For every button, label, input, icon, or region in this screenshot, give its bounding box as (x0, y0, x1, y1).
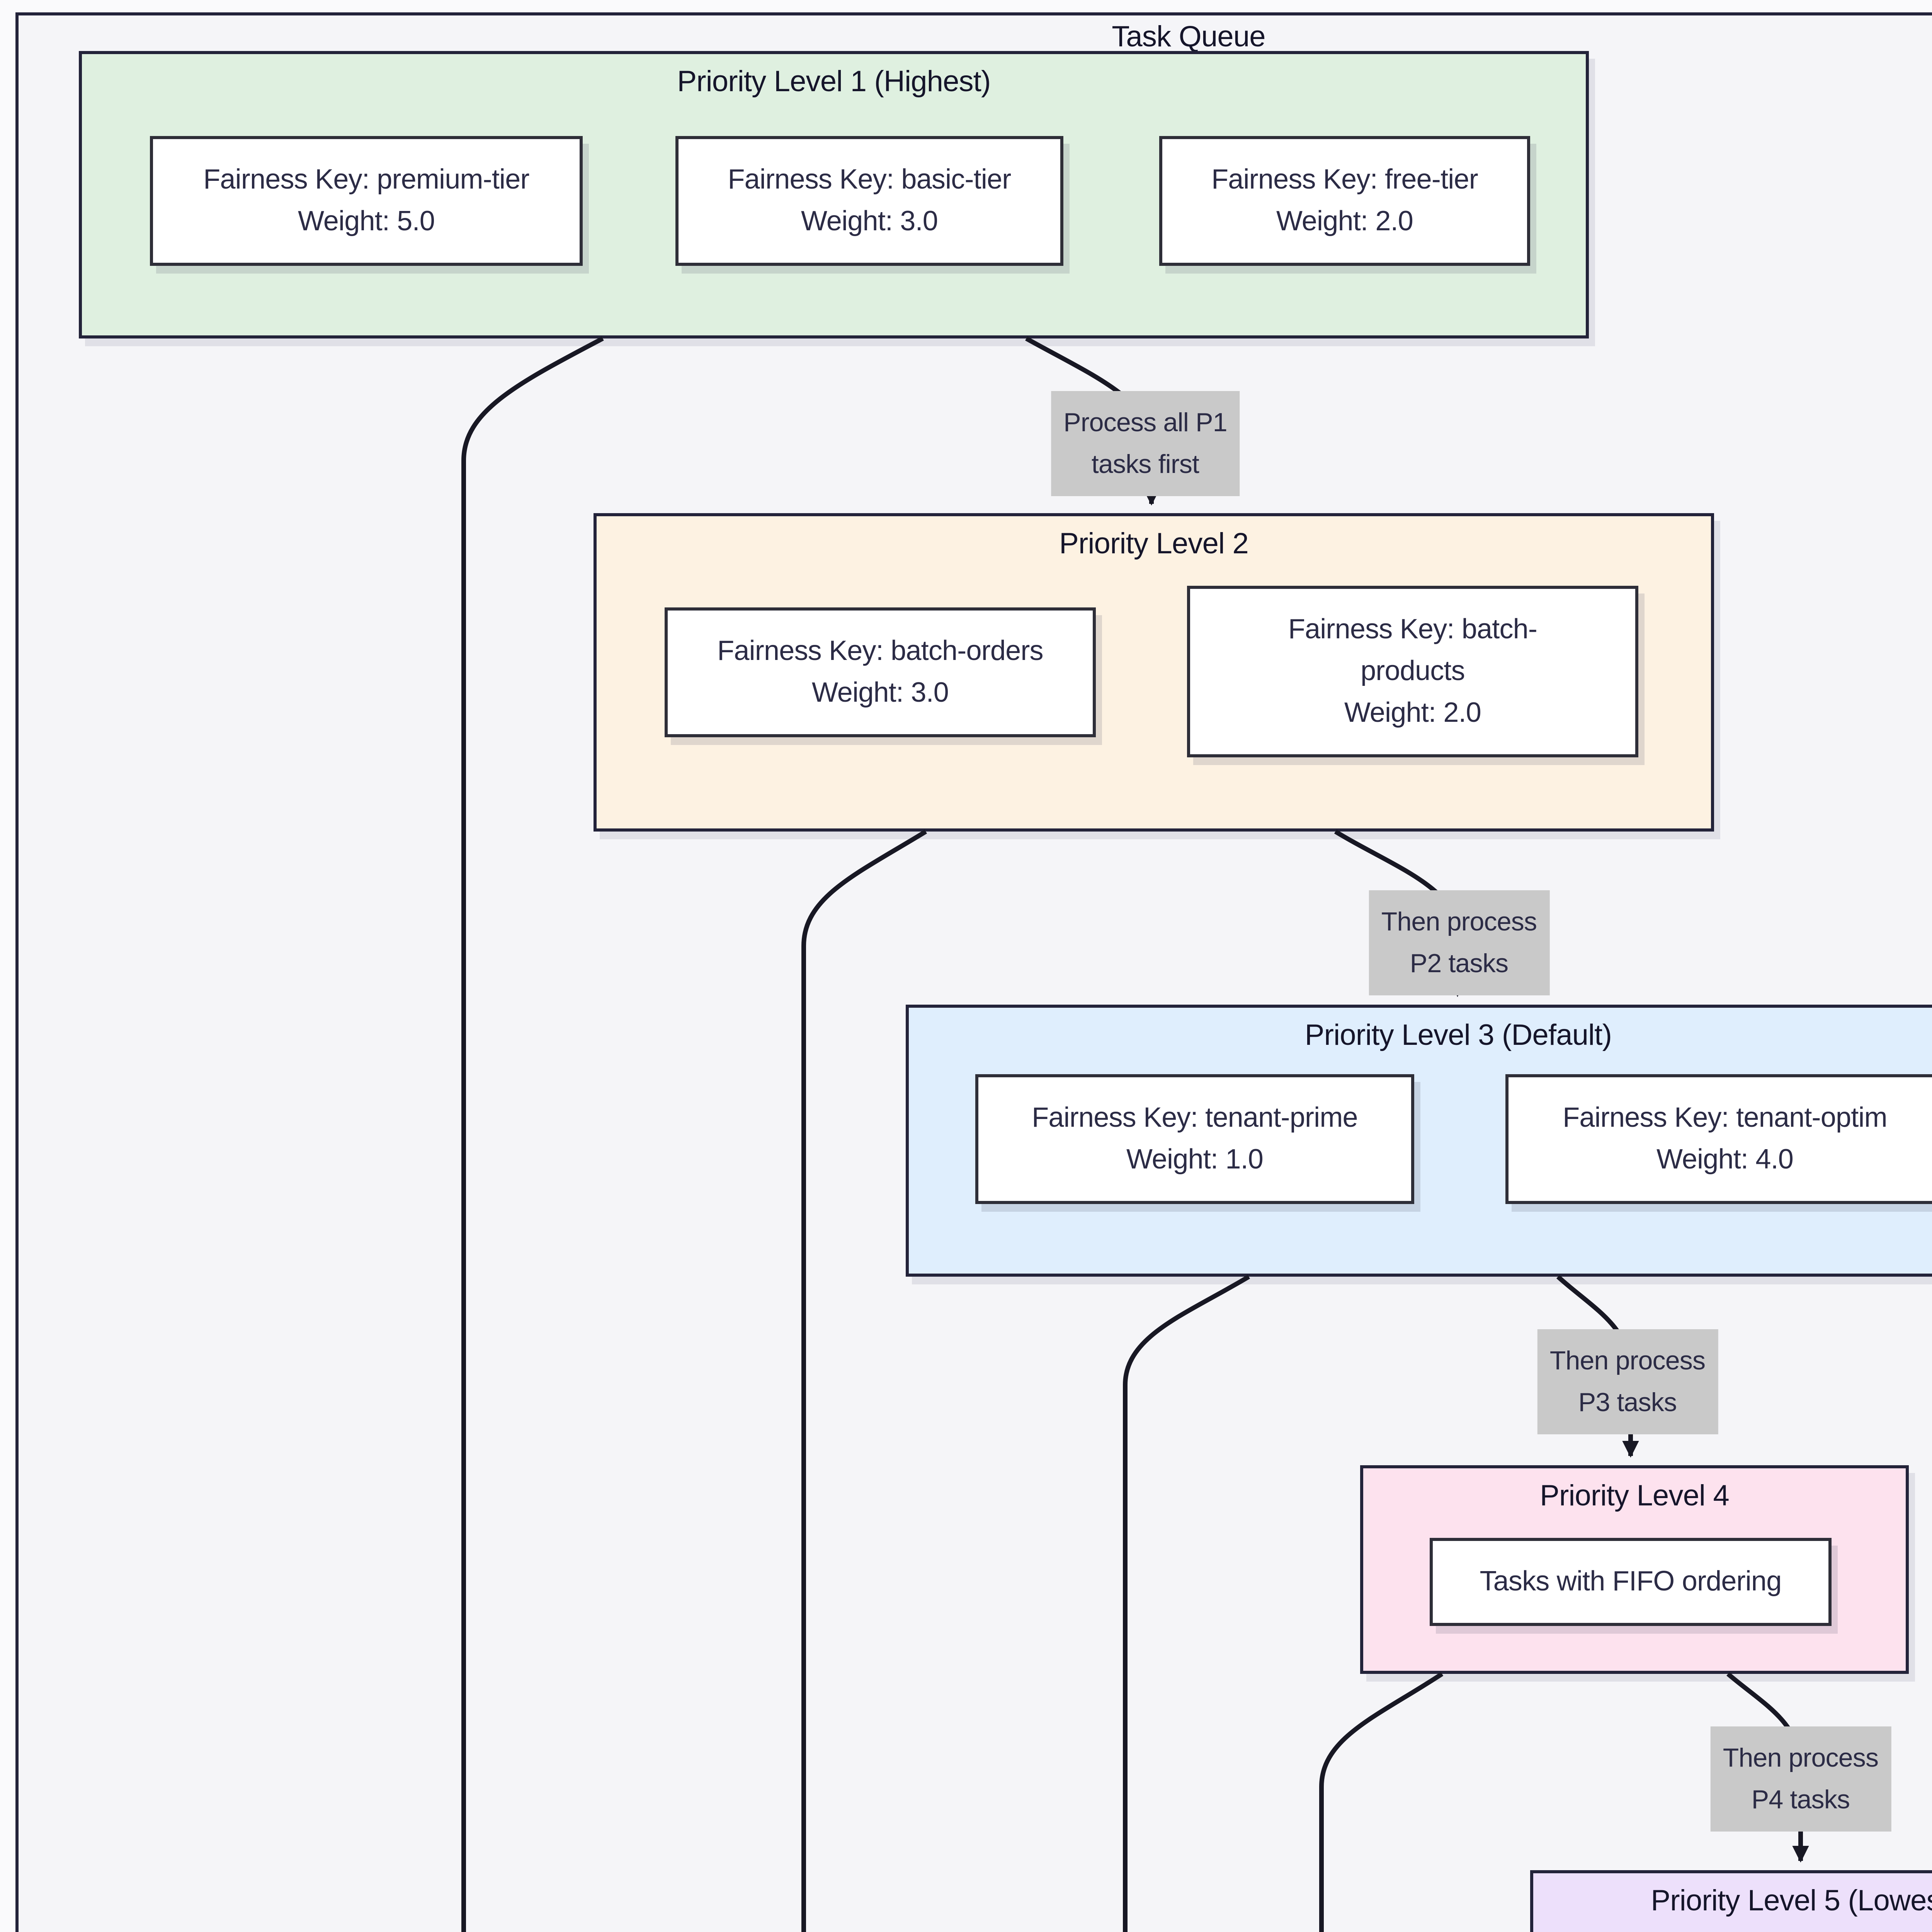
cluster-priority-5: Priority Level 5 (Lowest) (1530, 1870, 1932, 1932)
node-line: Weight: 5.0 (298, 206, 435, 236)
node-batch-products: Fairness Key: batch- products Weight: 2.… (1187, 586, 1638, 757)
node-line: Weight: 3.0 (801, 206, 938, 236)
node-free-tier: Fairness Key: free-tier Weight: 2.0 (1159, 136, 1530, 266)
cluster-priority-2-title: Priority Level 2 (1059, 529, 1249, 561)
node-line: Tasks with FIFO ordering (1480, 1566, 1782, 1597)
node-line: Fairness Key: basic-tier (728, 164, 1011, 195)
edge-label-line: Process all P1 (1063, 408, 1227, 437)
node-line: Fairness Key: tenant-prime (1032, 1102, 1358, 1133)
node-line: Fairness Key: batch- (1288, 614, 1537, 645)
node-premium-tier: Fairness Key: premium-tier Weight: 5.0 (150, 136, 583, 266)
node-line: Fairness Key: batch-orders (717, 635, 1043, 666)
edge-label-line: P4 tasks (1751, 1785, 1850, 1815)
node-tenant-optim: Fairness Key: tenant-optim Weight: 4.0 (1505, 1074, 1932, 1204)
node-line: Fairness Key: free-tier (1211, 164, 1478, 195)
edge-label-process-p2: Then process P2 tasks (1369, 890, 1549, 995)
node-line: Weight: 2.0 (1276, 206, 1413, 236)
edge-label-process-p3: Then process P3 tasks (1537, 1329, 1718, 1434)
cluster-priority-3-title: Priority Level 3 (Default) (1304, 1020, 1612, 1053)
node-tenant-prime: Fairness Key: tenant-prime Weight: 1.0 (975, 1074, 1414, 1204)
node-line: Weight: 4.0 (1656, 1144, 1794, 1175)
edge-label-line: P2 tasks (1410, 949, 1509, 978)
node-line: Weight: 3.0 (811, 677, 949, 708)
node-basic-tier: Fairness Key: basic-tier Weight: 3.0 (675, 136, 1063, 266)
edge-label-process-p1: Process all P1 tasks first (1051, 391, 1240, 496)
cluster-priority-1-title: Priority Level 1 (Highest) (677, 66, 991, 99)
node-line: Fairness Key: premium-tier (203, 164, 529, 195)
edge-label-line: Then process (1381, 907, 1537, 937)
node-line: Weight: 1.0 (1126, 1144, 1264, 1175)
node-batch-orders: Fairness Key: batch-orders Weight: 3.0 (665, 607, 1096, 737)
edge-label-process-p4: Then process P4 tasks (1710, 1726, 1891, 1832)
edge-label-line: tasks first (1091, 450, 1199, 479)
node-line: Weight: 2.0 (1344, 697, 1481, 728)
node-line: products (1361, 655, 1465, 686)
cluster-priority-5-title: Priority Level 5 (Lowest) (1651, 1886, 1932, 1918)
task-queue-title: Task Queue (1112, 22, 1265, 54)
cluster-priority-4-title: Priority Level 4 (1540, 1481, 1730, 1513)
node-fifo-p4: Tasks with FIFO ordering (1430, 1538, 1832, 1626)
edge-label-line: Then process (1549, 1346, 1706, 1376)
node-line: Fairness Key: tenant-optim (1563, 1102, 1887, 1133)
edge-label-line: Then process (1723, 1743, 1879, 1773)
edge-label-line: P3 tasks (1578, 1388, 1677, 1417)
